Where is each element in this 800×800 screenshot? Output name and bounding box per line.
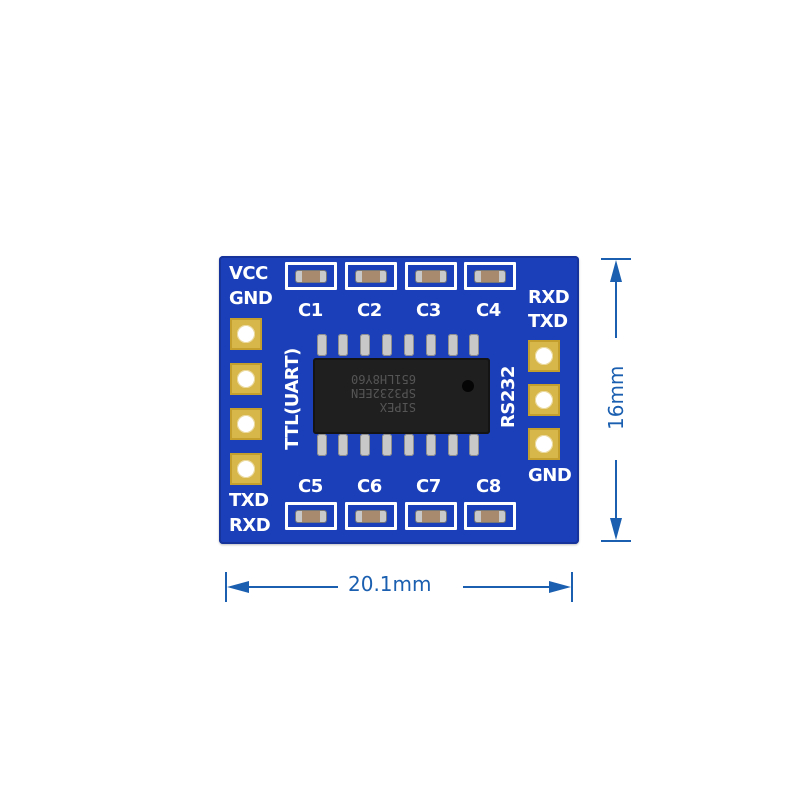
label-c4: C4 — [476, 300, 501, 321]
capacitor-c3 — [405, 262, 457, 290]
through-hole — [535, 435, 553, 453]
rs232-pad-3 — [528, 428, 560, 460]
ic-chip: SIPEX SP3232EEN 651LH8Y60 — [313, 358, 490, 434]
ttl-pad-3 — [230, 408, 262, 440]
label-c3: C3 — [416, 300, 441, 321]
capacitor-c5 — [285, 502, 337, 530]
through-hole — [237, 415, 255, 433]
label-vcc: VCC — [229, 263, 268, 284]
arrow-down-icon — [610, 518, 622, 540]
dim-tick-bottom — [601, 540, 631, 542]
label-ttl-uart: TTL(UART) — [282, 348, 303, 450]
through-hole — [237, 460, 255, 478]
rs232-pad-2 — [528, 384, 560, 416]
label-c6: C6 — [357, 476, 382, 497]
through-hole — [535, 347, 553, 365]
label-rxd-left: RXD — [229, 515, 271, 536]
label-txd-right: TXD — [528, 311, 568, 332]
pin1-marker — [462, 380, 474, 392]
height-dimension-label: 16mm — [604, 365, 628, 430]
capacitor-c8 — [464, 502, 516, 530]
label-c8: C8 — [476, 476, 501, 497]
capacitor-c4 — [464, 262, 516, 290]
capacitor-c6 — [345, 502, 397, 530]
label-gnd-left: GND — [229, 288, 273, 309]
dim-tick-top — [601, 258, 631, 260]
label-c1: C1 — [298, 300, 323, 321]
chip-marking: SIPEX SP3232EEN 651LH8Y60 — [351, 372, 417, 414]
label-gnd-right: GND — [528, 465, 572, 486]
ttl-pad-2 — [230, 363, 262, 395]
arrow-right-icon — [549, 581, 571, 593]
arrow-up-icon — [610, 260, 622, 282]
through-hole — [237, 325, 255, 343]
ttl-pad-1 — [230, 318, 262, 350]
label-txd-left: TXD — [229, 490, 269, 511]
rs232-pad-1 — [528, 340, 560, 372]
label-rs232: RS232 — [498, 366, 519, 428]
dim-tick-right — [571, 572, 573, 602]
label-c7: C7 — [416, 476, 441, 497]
arrow-left-icon — [227, 581, 249, 593]
label-rxd-right: RXD — [528, 287, 570, 308]
width-dimension-label: 20.1mm — [348, 572, 432, 596]
capacitor-c2 — [345, 262, 397, 290]
through-hole — [535, 391, 553, 409]
capacitor-c7 — [405, 502, 457, 530]
capacitor-c1 — [285, 262, 337, 290]
dim-tick-left — [225, 572, 227, 602]
label-c2: C2 — [357, 300, 382, 321]
ttl-pad-4 — [230, 453, 262, 485]
label-c5: C5 — [298, 476, 323, 497]
through-hole — [237, 370, 255, 388]
